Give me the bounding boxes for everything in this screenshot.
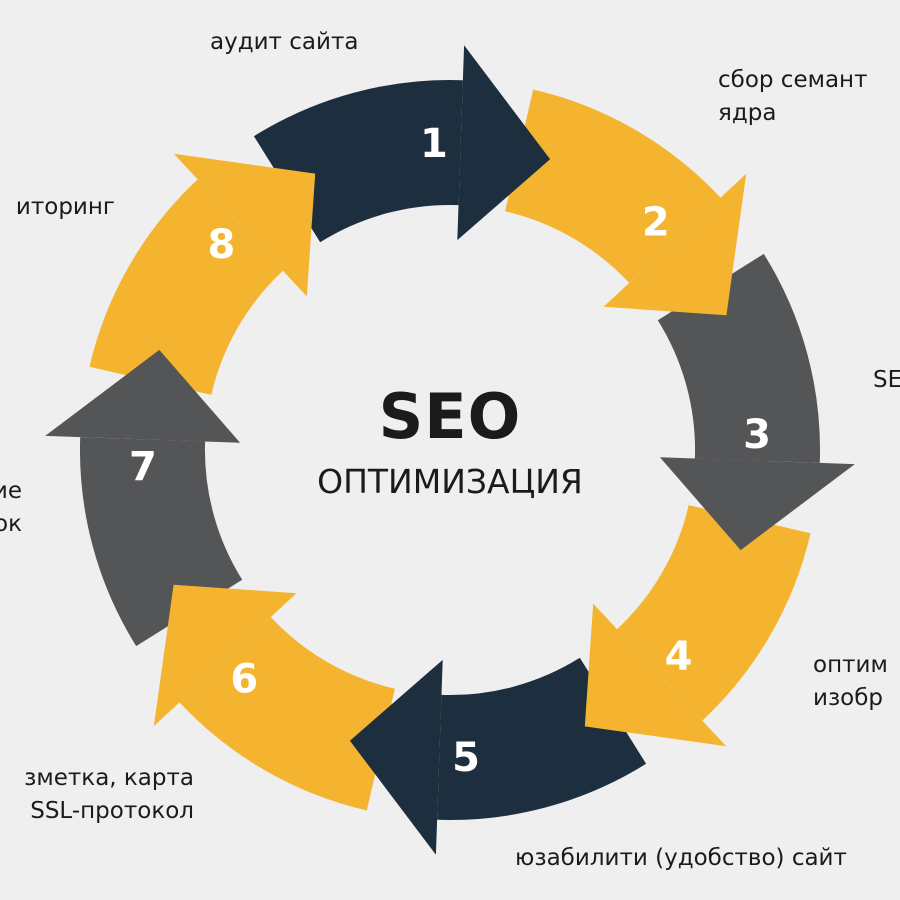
step-5-number: 5 <box>452 735 480 781</box>
step-3-number: 3 <box>743 412 771 458</box>
center-subtitle: ОПТИМИЗАЦИЯ <box>317 462 583 501</box>
step-8-arc <box>89 179 283 395</box>
step-2-number: 2 <box>642 199 670 245</box>
step-1-number: 1 <box>420 121 448 167</box>
step-6-arc <box>179 617 395 811</box>
step-6-arrowhead <box>153 584 297 727</box>
step-2-arrowhead <box>603 173 747 316</box>
step-7-arrowhead <box>45 349 241 443</box>
step-2-arc <box>505 89 721 283</box>
step-3-arrowhead <box>659 457 855 551</box>
step-8-arrowhead <box>173 153 316 297</box>
step-4-number: 4 <box>665 634 693 680</box>
step-6-number: 6 <box>230 657 258 703</box>
step-8-label: иторинг <box>15 194 115 220</box>
step-1-label: аудит сайта <box>210 29 359 55</box>
step-1-arrowhead <box>457 45 551 241</box>
center-title: SEO <box>378 380 522 453</box>
step-4-arrowhead <box>584 603 727 747</box>
step-4-arc <box>617 505 811 721</box>
step-3-label: SE <box>873 367 900 393</box>
step-8-number: 8 <box>208 222 236 268</box>
step-7-number: 7 <box>129 444 157 490</box>
step-5-arrowhead <box>349 659 443 855</box>
step-5-label: юзабилити (удобство) сайт <box>515 845 847 871</box>
